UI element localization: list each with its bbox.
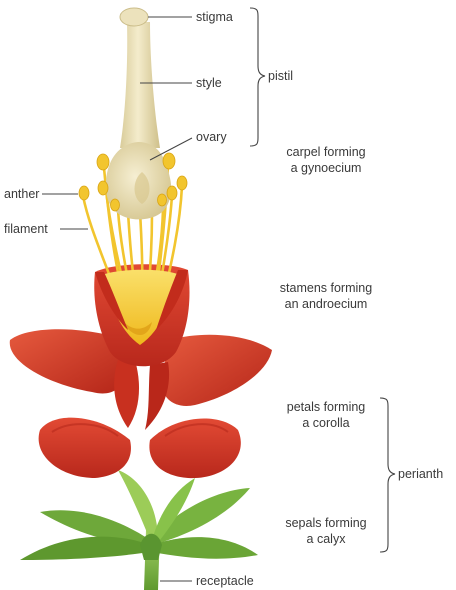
stamens-label-line2: an androecium — [285, 297, 368, 312]
style-label: style — [196, 76, 222, 91]
carpel-label-line2: a gynoecium — [291, 161, 362, 176]
anther-label: anther — [4, 187, 39, 202]
sepals-calyx — [20, 470, 258, 560]
stamens-label-line1: stamens forming — [280, 281, 372, 296]
perianth-brace — [380, 398, 395, 552]
petals-label-line2: a corolla — [302, 416, 349, 431]
pistil — [106, 8, 171, 219]
pistil-brace — [250, 8, 265, 146]
braces — [250, 8, 395, 552]
sepals-label-line1: sepals forming — [285, 516, 366, 531]
petals-label-line1: petals forming — [287, 400, 366, 415]
stigma-label: stigma — [196, 10, 233, 25]
carpel-label-line1: carpel forming — [286, 145, 365, 160]
receptacle-label: receptacle — [196, 574, 254, 589]
stigma-shape — [120, 8, 148, 26]
lower-petals — [39, 418, 241, 478]
perianth-label: perianth — [398, 467, 443, 482]
ovary-label: ovary — [196, 130, 227, 145]
filament-label: filament — [4, 222, 48, 237]
pistil-label: pistil — [268, 69, 293, 84]
sepals-label-line2: a calyx — [307, 532, 346, 547]
